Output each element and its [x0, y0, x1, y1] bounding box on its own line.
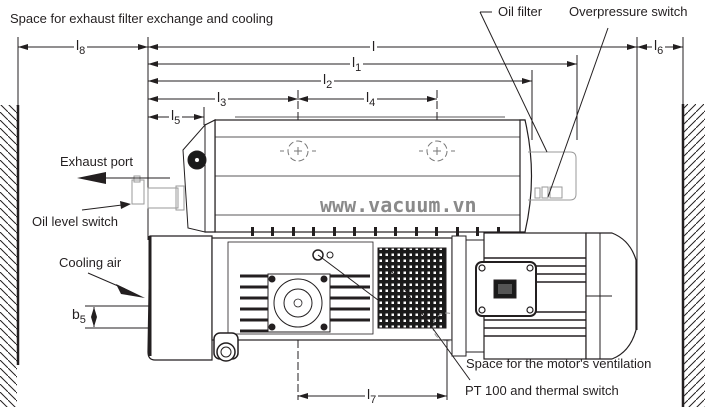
oil-level-arrow-icon: [81, 201, 131, 211]
label-space-exhaust: Space for exhaust filter exchange and co…: [10, 11, 274, 26]
pump-body: [147, 235, 462, 362]
label-cooling-air: Cooling air: [59, 255, 122, 270]
dim-label-b5: b5: [72, 306, 86, 326]
leader-lines: [317, 11, 609, 381]
exhaust-arrow-icon: [77, 172, 170, 184]
dim-label-l3: l3: [215, 89, 229, 109]
motor: [451, 232, 637, 360]
housing-bolts: [251, 227, 500, 236]
oil-filter-ghost: [528, 151, 577, 201]
label-oil-filter: Oil filter: [498, 4, 543, 19]
exhaust-port-ghost: [131, 175, 185, 211]
dim-label-l5: l5: [169, 107, 183, 127]
ventilation-grille: [377, 247, 447, 329]
label-exhaust-port: Exhaust port: [60, 154, 133, 169]
watermark: www.vacuum.vn: [320, 193, 477, 217]
left-wall: [0, 105, 20, 407]
label-overpressure-switch: Overpressure switch: [569, 4, 688, 19]
label-pt100: PT 100 and thermal switch: [465, 383, 619, 398]
dim-label-l7: l7: [365, 386, 379, 406]
exhaust-filter-housing: [182, 116, 533, 236]
label-oil-level-switch: Oil level switch: [32, 214, 118, 229]
label-motor-ventilation: Space for the motor's ventilation: [466, 356, 652, 371]
cooling-air-arrow-icon: [87, 272, 145, 298]
right-wall: [681, 104, 705, 407]
dim-label-l: l: [370, 39, 378, 58]
dim-label-l6: l6: [652, 37, 666, 57]
dim-label-l4: l4: [364, 89, 378, 109]
dim-label-l8: l8: [74, 37, 88, 57]
dim-label-l1: l1: [350, 54, 364, 74]
filter-position-marker: [280, 140, 455, 162]
dim-label-l2: l2: [321, 71, 335, 91]
